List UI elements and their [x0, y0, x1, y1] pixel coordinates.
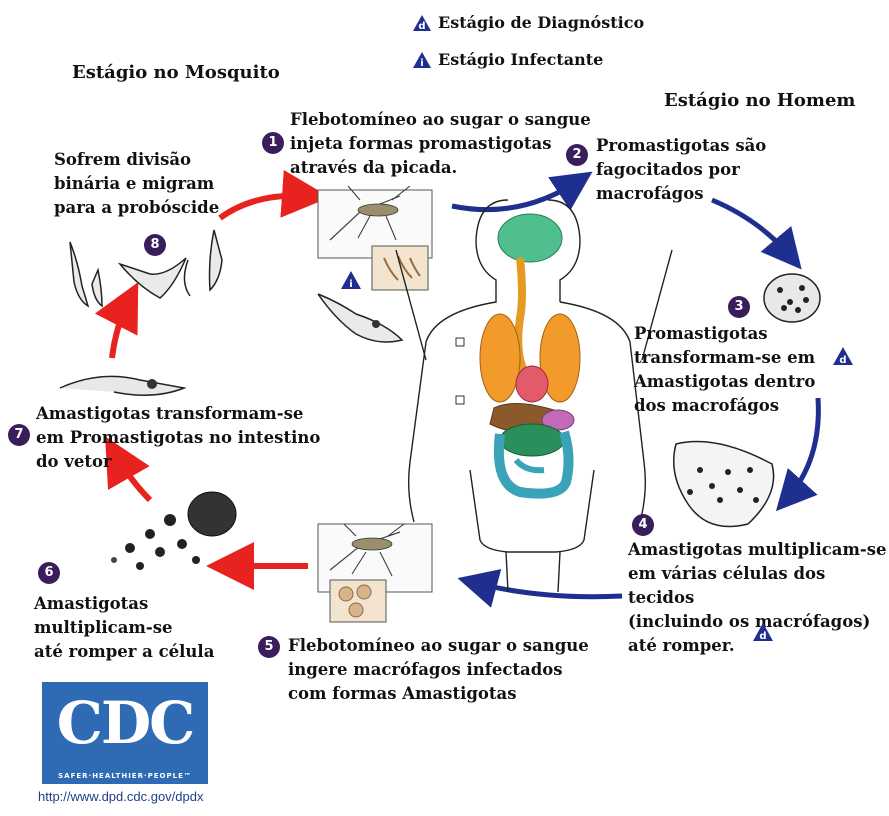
macrophage-cell [764, 274, 820, 322]
cdc-logo-text: CDC [42, 688, 208, 758]
step-2-text: Promastigotas são fagocitados por macrof… [596, 134, 766, 206]
legend-infective: i Estágio Infectante [412, 50, 603, 69]
lungs-left [480, 314, 520, 402]
step-6-text: Amastigotas multiplicam-se até romper a … [34, 592, 214, 664]
arrow-1-to-2 [452, 180, 580, 210]
source-url[interactable]: http://www.dpd.cdc.gov/dpdx [38, 789, 203, 804]
step-8-text: Sofrem divisão binária e migram para a p… [54, 148, 219, 220]
svg-text:d: d [418, 21, 425, 32]
arrow-4-to-5 [472, 582, 622, 597]
heart [516, 366, 548, 402]
infective-stage-marker-1: i [340, 270, 362, 290]
promastigote-flagellate [318, 294, 402, 342]
legend-diagnostic: d Estágio de Diagnóstico [412, 13, 644, 32]
brain [498, 214, 562, 262]
step-3-badge: 3 [728, 296, 750, 318]
step-4-badge: 4 [632, 514, 654, 536]
step-5-badge: 5 [258, 636, 280, 658]
human-stage-header: Estágio no Homem [664, 90, 855, 111]
mosquito-stage-header: Estágio no Mosquito [72, 62, 280, 83]
diagnostic-stage-icon: d [412, 14, 432, 32]
legend-infective-label: Estágio Infectante [438, 50, 603, 69]
sandfly-bite-panel-top [318, 186, 432, 290]
diagnostic-stage-marker-4: d [752, 622, 774, 642]
step-6-badge: 6 [38, 562, 60, 584]
step-1-badge: 1 [262, 132, 284, 154]
step-7-text: Amastigotas transformam-se em Promastigo… [36, 402, 320, 474]
svg-text:d: d [759, 631, 766, 642]
arrow-8-to-1 [220, 195, 312, 218]
svg-text:i: i [349, 279, 352, 290]
small-intestine [500, 424, 564, 456]
arrow-7-to-8 [112, 298, 130, 358]
diagnostic-stage-marker-3: d [832, 346, 854, 366]
arrow-2-to-3 [712, 200, 792, 258]
step-1-text: Flebotomíneo ao sugar o sangue injeta fo… [290, 108, 591, 180]
legend-diagnostic-label: Estágio de Diagnóstico [438, 13, 644, 32]
sandfly-bite-panel-bottom [318, 524, 432, 622]
step-8-badge: 8 [144, 234, 166, 256]
step-3-text: Promastigotas transformam-se em Amastigo… [634, 322, 815, 418]
step-5-text: Flebotomíneo ao sugar o sangue ingere ma… [288, 634, 589, 706]
svg-text:d: d [839, 355, 846, 366]
step-7-badge: 7 [8, 424, 30, 446]
promastigote-elongated [60, 376, 184, 395]
step-2-badge: 2 [566, 144, 588, 166]
cdc-tagline: SAFER·HEALTHIER·PEOPLE™ [42, 772, 208, 780]
ruptured-cell [111, 492, 236, 570]
infected-tissue-cell [674, 442, 774, 527]
infective-stage-icon: i [412, 51, 432, 69]
svg-text:i: i [420, 58, 423, 69]
cdc-logo: CDC SAFER·HEALTHIER·PEOPLE™ [42, 682, 208, 784]
